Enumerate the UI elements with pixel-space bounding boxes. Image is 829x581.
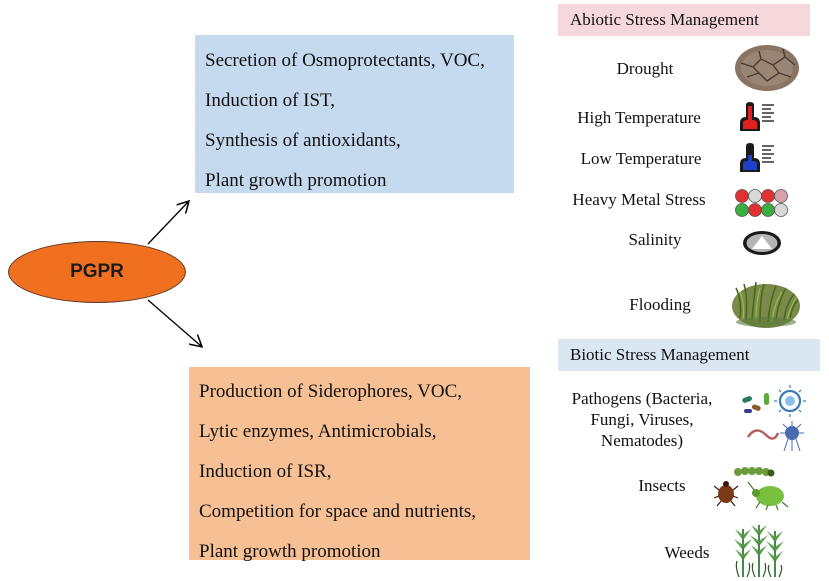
pathogens-icon <box>742 385 806 452</box>
biotic-mechanism-line: Plant growth promotion <box>199 541 381 562</box>
stress-label-low-temperature: Low Temperature <box>580 149 702 168</box>
abiotic-mechanism-line: Plant growth promotion <box>205 170 387 191</box>
stress-label-high-temperature: High Temperature <box>577 108 701 127</box>
stress-label-weeds: Weeds <box>664 543 710 562</box>
pathogens-label-line: Pathogens (Bacteria, <box>571 389 713 408</box>
thermometer-cold-icon <box>740 143 774 172</box>
biotic-mechanism-line: Induction of ISR, <box>199 461 332 482</box>
pathogens-label-line: Nematodes) <box>600 431 684 450</box>
stress-label-pathogens: Pathogens (Bacteria, Fungi, Viruses, Nem… <box>553 388 731 451</box>
arrow-to-abiotic-box <box>147 202 188 245</box>
insects-icon <box>714 467 789 510</box>
stress-label-salinity: Salinity <box>628 230 682 249</box>
biotic-stress-header: Biotic Stress Management <box>558 339 820 371</box>
salt-icon <box>743 231 781 255</box>
biotic-stress-header-text: Biotic Stress Management <box>570 345 750 364</box>
pgpr-node: PGPR <box>8 241 186 303</box>
abiotic-mechanism-line: Secretion of Osmoprotectants, VOC, <box>205 50 485 71</box>
thermometer-hot-icon <box>740 102 774 131</box>
pgpr-label: PGPR <box>70 261 124 282</box>
stress-label-drought: Drought <box>616 59 674 78</box>
arrow-to-biotic-box <box>147 299 201 346</box>
abiotic-mechanism-line: Synthesis of antioxidants, <box>205 130 401 151</box>
cracked-soil-icon <box>735 45 799 91</box>
stress-label-flooding: Flooding <box>629 295 691 314</box>
abiotic-mechanism-line: Induction of IST, <box>205 90 335 111</box>
biotic-mechanism-line: Lytic enzymes, Antimicrobials, <box>199 421 437 442</box>
flooded-plants-icon <box>732 281 800 328</box>
biotic-mechanisms-box: Production of Siderophores, VOC, Lytic e… <box>189 367 530 562</box>
abiotic-mechanisms-box: Secretion of Osmoprotectants, VOC, Induc… <box>195 35 514 193</box>
stress-label-heavy-metal: Heavy Metal Stress <box>572 190 706 209</box>
biotic-mechanism-line: Competition for space and nutrients, <box>199 501 477 522</box>
abiotic-stress-header-text: Abiotic Stress Management <box>570 10 759 29</box>
weeds-icon <box>734 525 784 578</box>
metal-circles-icon <box>735 189 788 217</box>
stress-label-insects: Insects <box>638 476 686 495</box>
abiotic-stress-header: Abiotic Stress Management <box>558 4 810 36</box>
biotic-mechanism-line: Production of Siderophores, VOC, <box>199 381 462 402</box>
pathogens-label-line: Fungi, Viruses, <box>590 410 694 429</box>
